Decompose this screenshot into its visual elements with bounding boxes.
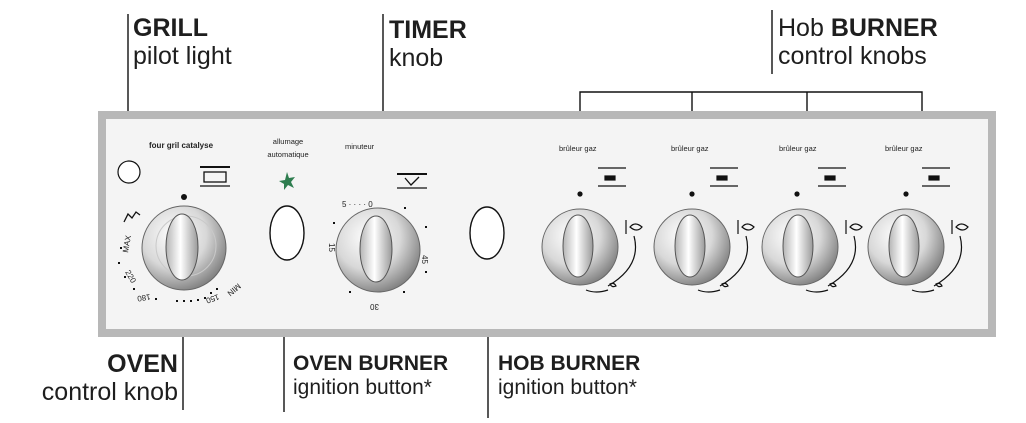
hob-burner-3-knob[interactable]	[761, 208, 839, 286]
grill-callout-title: GRILL	[133, 14, 208, 42]
hob-burner-callout: HOB BURNER ignition button*	[498, 352, 640, 399]
burner-2-flame-icons	[697, 220, 755, 293]
timer-dial-45-label: 45	[420, 255, 429, 264]
timer-callout: TIMER knob	[389, 16, 467, 72]
hob-burner-control-1: brûleur gaz	[541, 144, 643, 293]
timer-knob[interactable]	[335, 207, 421, 293]
hob-burner-1-knob[interactable]	[541, 208, 619, 286]
oven-dial-180-label: 180	[136, 292, 151, 303]
oven-callout-title: OVEN	[107, 350, 178, 378]
oven-section-label: four gril catalyse	[149, 141, 214, 150]
hob-burners-callout-title: BURNER	[830, 14, 938, 42]
timer-label: minuteur	[345, 142, 375, 151]
hob-burner-2-knob[interactable]	[653, 208, 731, 286]
timer-dial-scale	[333, 207, 427, 293]
burner-4-symbol-icon	[922, 167, 950, 187]
oven-callout-subtitle: control knob	[41, 378, 178, 406]
hob-burner-control-2: brûleur gaz	[653, 144, 755, 293]
burner-1-label: brûleur gaz	[559, 144, 597, 153]
burner-4-off-dot	[903, 191, 909, 197]
oven-burner-callout-subtitle: ignition button*	[293, 375, 432, 399]
oven-control-knob[interactable]	[141, 205, 227, 291]
burner-2-off-dot	[689, 191, 695, 197]
grill-callout-subtitle: pilot light	[133, 42, 232, 70]
burner-2-label: brûleur gaz	[671, 144, 709, 153]
burner-3-flame-icons	[805, 220, 863, 293]
burner-4-flame-icons	[911, 220, 969, 293]
ignition-label-line2: automatique	[267, 150, 308, 159]
oven-dial-scale	[118, 211, 218, 302]
burner-2-symbol-icon	[710, 167, 738, 187]
grill-pilot-light	[117, 160, 141, 184]
burner-3-label: brûleur gaz	[779, 144, 817, 153]
hob-burners-callout-prefix: Hob	[778, 14, 831, 42]
timer-dial-15-label: 15	[327, 243, 336, 252]
oven-burner-callout: OVEN BURNER ignition button*	[293, 352, 448, 399]
oven-callout: OVEN control knob	[42, 350, 178, 406]
burner-3-off-dot	[794, 191, 800, 197]
burner-4-label: brûleur gaz	[885, 144, 923, 153]
timer-callout-title: TIMER	[389, 16, 467, 44]
oven-knob-off-dot	[181, 194, 187, 200]
hob-burner-control-3: brûleur gaz	[761, 144, 863, 293]
hob-burner-control-4: brûleur gaz	[867, 144, 969, 293]
burner-1-symbol-icon	[598, 167, 626, 187]
burner-3-symbol-icon	[818, 167, 846, 187]
timer-symbol-icon	[397, 173, 427, 189]
grill-callout: GRILL pilot light	[133, 14, 232, 70]
burner-1-flame-icons	[585, 220, 643, 293]
hob-burner-callout-title: HOB BURNER	[498, 352, 641, 375]
ignition-spark-icon	[279, 172, 295, 190]
grill-symbol-icon	[200, 166, 230, 187]
burner-1-off-dot	[577, 191, 583, 197]
control-panel-face	[106, 119, 988, 329]
hob-burner-callout-subtitle: ignition button*	[498, 375, 637, 399]
timer-dial-30-label: 30	[370, 302, 379, 311]
oven-dial-150-label: 150	[204, 292, 220, 305]
hob-burners-callout: Hob BURNER control knobs	[778, 14, 938, 70]
timer-callout-subtitle: knob	[389, 44, 444, 72]
hob-burner-4-knob[interactable]	[867, 208, 945, 286]
hob-burner-ignition-button[interactable]	[469, 206, 505, 260]
oven-dial-max-label: MAX	[121, 234, 133, 253]
ignition-label-line1: allumage	[273, 137, 303, 146]
hob-burners-callout-subtitle: control knobs	[778, 42, 927, 70]
timer-dial-0-label: 5 · · · · 0	[342, 200, 373, 209]
oven-burner-callout-title: OVEN BURNER	[293, 352, 449, 375]
oven-burner-ignition-button[interactable]	[269, 205, 305, 261]
hob-burners-bracket	[579, 91, 923, 112]
